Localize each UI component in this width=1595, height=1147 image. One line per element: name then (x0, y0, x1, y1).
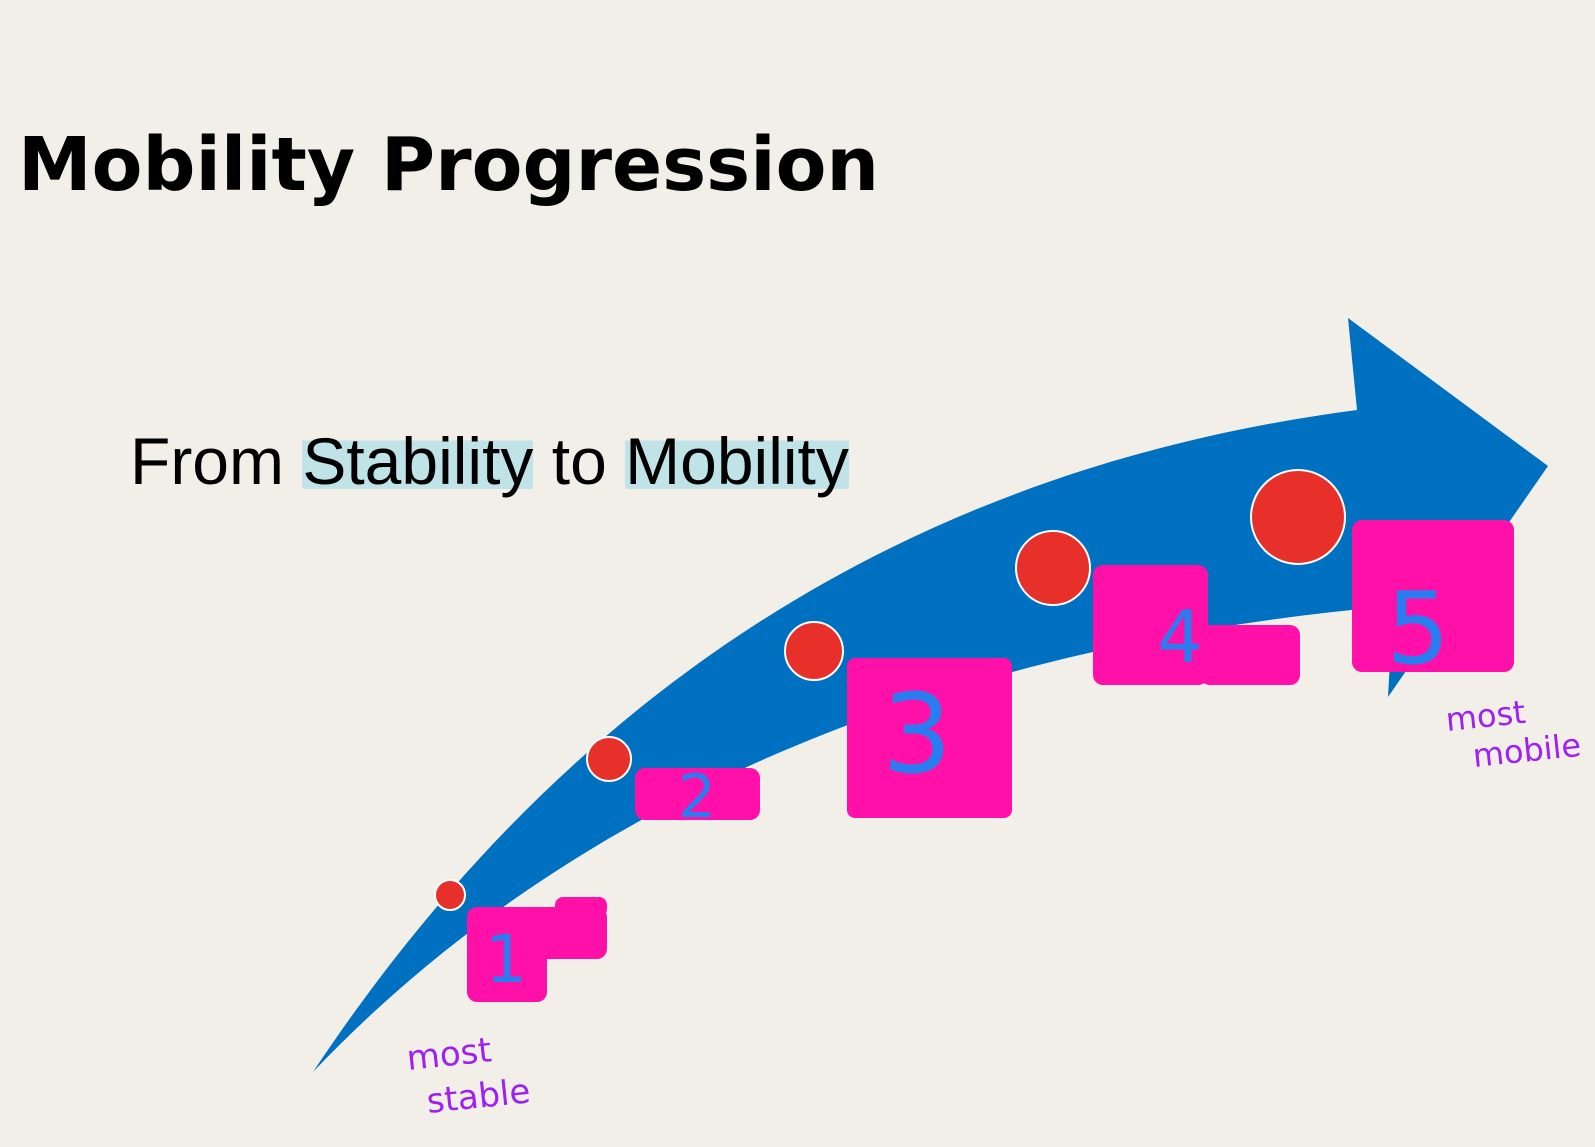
step-dot-2 (586, 736, 632, 782)
slide-subtitle: From Stability to Mobility (130, 423, 849, 499)
subtitle-to: to (533, 424, 626, 498)
annotation-most-stable-line2: stable (425, 1071, 532, 1122)
step-number-4: 4 (1157, 595, 1203, 679)
step-number-5: 5 (1386, 570, 1450, 687)
subtitle-stability-highlight: Stability (302, 424, 534, 498)
slide-title: Mobility Progression (18, 122, 880, 208)
step-dot-1 (434, 879, 466, 911)
redaction-block-2 (635, 768, 760, 820)
redaction-block-5 (1352, 520, 1514, 672)
redaction-block-1 (467, 897, 607, 1002)
step-number-2: 2 (678, 762, 716, 832)
redaction-block-4 (1093, 565, 1300, 685)
step-number-3: 3 (882, 670, 952, 798)
redaction-block-3 (847, 658, 1012, 818)
step-dot-5 (1250, 469, 1346, 565)
annotation-most-mobile-line1: most (1444, 693, 1528, 739)
step-dot-3 (784, 621, 844, 681)
step-number-1: 1 (485, 921, 527, 998)
subtitle-mobility-highlight: Mobility (625, 424, 849, 498)
step-dot-4 (1015, 530, 1091, 606)
annotation-most-stable-line1: most (405, 1030, 494, 1079)
subtitle-from: From (130, 424, 303, 498)
